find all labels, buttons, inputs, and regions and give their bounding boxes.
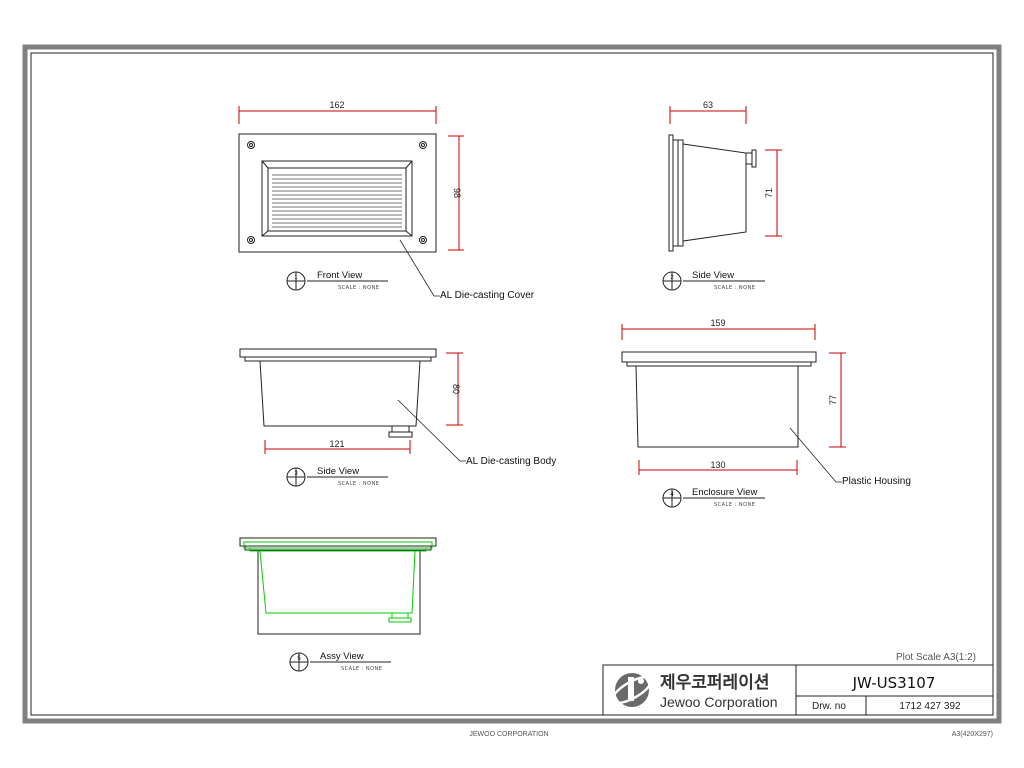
side-top-dim-width: 63 xyxy=(703,100,713,110)
assy-view: 5 Assy View SCALE : NONE xyxy=(239,537,437,672)
side-mid-view-scale: SCALE : NONE xyxy=(338,481,379,487)
side-mid-dim-width: 121 xyxy=(329,439,344,449)
drawing-number-label: Drw. no xyxy=(812,701,846,712)
enclosure-view-number: 4 xyxy=(670,492,674,498)
callout-housing: Plastic Housing xyxy=(842,476,911,487)
enclosure-view-scale: SCALE : NONE xyxy=(714,502,755,508)
side-mid-view-number: 3 xyxy=(294,471,298,477)
company-name-en: Jewoo Corporation xyxy=(660,694,778,710)
callout-body: AL Die-casting Body xyxy=(466,456,556,467)
side-view-top: 63 71 2 Side View SCALE : NONE xyxy=(662,100,782,291)
enclosure-view: 159 77 130 4 Enclosure View SCALE : NONE xyxy=(621,318,846,508)
assy-view-title: Assy View xyxy=(320,651,364,662)
enclosure-dim-bottom: 130 xyxy=(710,460,725,470)
drawing-number: 1712 427 392 xyxy=(899,701,961,712)
front-dim-height: 98 xyxy=(452,188,462,198)
front-view-title: Front View xyxy=(317,270,362,281)
plot-scale: Plot Scale A3(1:2) xyxy=(896,652,976,663)
assy-view-number: 5 xyxy=(297,656,301,662)
footer-paper-size: A3(420X297) xyxy=(952,731,993,738)
front-view-scale: SCALE : NONE xyxy=(338,285,379,291)
side-top-view-title: Side View xyxy=(692,270,734,281)
footer-company: JEWOO CORPORATION xyxy=(469,731,548,738)
front-dim-width: 162 xyxy=(329,100,344,110)
front-view: 162 98 1 Front View SCALE : NONE xyxy=(238,100,464,291)
side-top-view-scale: SCALE : NONE xyxy=(714,285,755,291)
model-number: JW-US3107 xyxy=(852,674,936,692)
company-logo-icon xyxy=(611,673,653,707)
company-name-kr: 제우코퍼레이션 xyxy=(660,673,769,693)
side-mid-view-title: Side View xyxy=(317,466,359,477)
side-view-mid: 80 121 3 Side View SCALE : NONE xyxy=(239,348,463,487)
callout-cover: AL Die-casting Cover xyxy=(440,290,535,301)
outer-frame xyxy=(22,44,1002,724)
inner-frame xyxy=(30,52,994,716)
title-block: Plot Scale A3(1:2) 제우코퍼레이션 Jewoo Corpora… xyxy=(602,652,994,716)
assy-view-scale: SCALE : NONE xyxy=(341,666,382,672)
front-view-number: 1 xyxy=(294,275,298,281)
enclosure-dim-top: 159 xyxy=(710,318,725,328)
enclosure-view-title: Enclosure View xyxy=(692,487,757,498)
side-top-dim-height: 71 xyxy=(764,188,774,198)
side-top-view-number: 2 xyxy=(670,275,674,281)
enclosure-dim-height: 77 xyxy=(828,395,838,405)
side-mid-dim-height: 80 xyxy=(451,384,461,394)
